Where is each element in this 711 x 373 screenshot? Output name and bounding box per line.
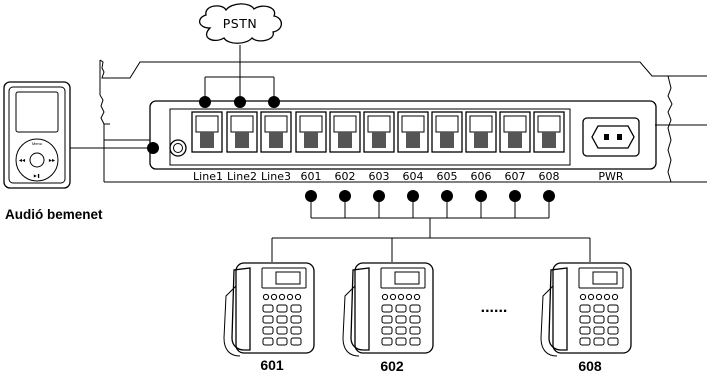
port-line2: [226, 111, 258, 153]
port-601: [295, 111, 327, 153]
extension-wiring: [271, 190, 591, 262]
port-label-603: 603: [369, 170, 390, 183]
power-label: PWR: [598, 170, 624, 183]
phone-601: 601: [223, 262, 315, 373]
port-label-606: 606: [471, 170, 492, 183]
port-line1: [191, 111, 223, 153]
port-604: [397, 111, 429, 153]
pstn-wiring: [199, 45, 280, 108]
port-603: [363, 111, 395, 153]
pstn-label: PSTN: [223, 16, 257, 31]
media-player-icon: Menu ◀◀ ▶▶ ▶❚: [3, 81, 71, 189]
phone-label-608: 608: [578, 358, 602, 373]
phone-icon: [540, 262, 632, 357]
port-line3: [260, 111, 292, 153]
port-label-605: 605: [437, 170, 458, 183]
port-607: [499, 111, 531, 153]
port-605: [431, 111, 463, 153]
port-label-607: 607: [505, 170, 526, 183]
port-label-601: 601: [301, 170, 322, 183]
audio-wiring: [70, 142, 159, 154]
port-label-line3: Line3: [261, 170, 291, 183]
svg-text:▶▶: ▶▶: [49, 158, 56, 163]
port-label-608: 608: [539, 170, 560, 183]
pbx-device: [99, 59, 707, 183]
port-label-602: 602: [335, 170, 356, 183]
port-608: [533, 111, 565, 153]
phone-label-601: 601: [260, 357, 284, 373]
more-phones-ellipsis: ......: [481, 299, 508, 316]
phone-icon: [223, 262, 315, 357]
svg-text:◀◀: ◀◀: [19, 158, 26, 163]
audio-input-label: Audió bemenet: [5, 207, 103, 222]
svg-text:▶❚: ▶❚: [34, 173, 40, 178]
phone-608: 608: [540, 262, 632, 373]
power-socket-icon: [582, 117, 640, 157]
pstn-cloud: PSTN: [199, 3, 283, 44]
port-label-604: 604: [403, 170, 424, 183]
phone-602: 602: [342, 262, 434, 373]
port-label-line2: Line2: [227, 170, 257, 183]
phone-icon: [342, 262, 434, 357]
port-label-line1: Line1: [193, 170, 223, 183]
rj-port-row: [191, 111, 565, 153]
port-labels: Line1 Line2 Line3 601 602 603 604 605 60…: [193, 170, 624, 183]
player-menu-label: Menu: [32, 141, 42, 146]
port-606: [465, 111, 497, 153]
port-602: [329, 111, 361, 153]
phone-label-602: 602: [380, 358, 404, 373]
